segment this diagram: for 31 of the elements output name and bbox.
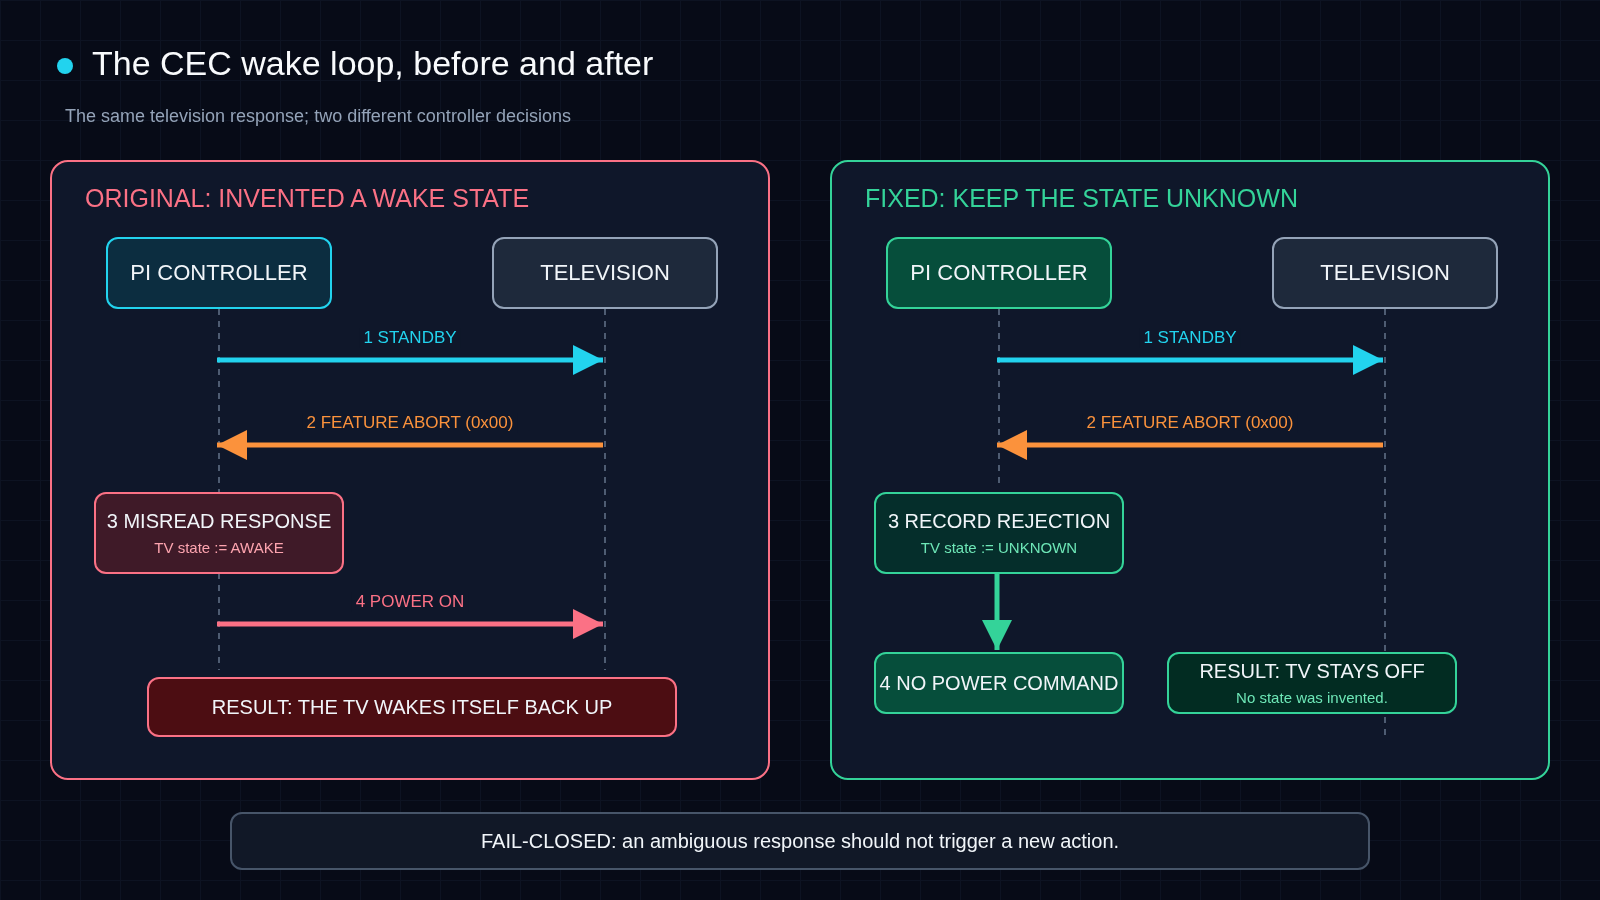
arrow xyxy=(217,609,603,639)
arrow xyxy=(217,430,603,460)
node-label: RESULT: THE TV WAKES ITSELF BACK UP xyxy=(211,695,613,719)
node-note: TV state := AWAKE xyxy=(154,539,284,556)
node-label: TELEVISION xyxy=(540,260,670,286)
arrow xyxy=(217,345,603,375)
panel xyxy=(50,160,770,780)
node-label: PI CONTROLLER xyxy=(130,260,308,286)
panel-title: FIXED: KEEP THE STATE UNKNOWN xyxy=(865,184,1298,213)
node-label: PI CONTROLLER xyxy=(910,260,1088,286)
note-box xyxy=(230,812,1370,870)
step-box xyxy=(874,492,1124,574)
node-note: TV state := UNKNOWN xyxy=(920,539,1078,556)
arrow xyxy=(997,345,1383,375)
node-label: 3 RECORD REJECTION xyxy=(887,510,1111,533)
node-label: FAIL-CLOSED: an ambiguous response should not trigger a new action. xyxy=(480,829,1120,853)
arrow xyxy=(997,430,1383,460)
step-box xyxy=(94,492,344,574)
subtitle: The same television response; two different controller decisions xyxy=(65,106,571,127)
title: The CEC wake loop, before and after xyxy=(92,44,654,83)
arrow xyxy=(982,572,1012,650)
result-box xyxy=(1167,652,1457,714)
result-box xyxy=(147,677,677,737)
node-note: No state was invented. xyxy=(1236,689,1388,706)
node-label: 3 MISREAD RESPONSE xyxy=(106,510,332,533)
node-label: 4 NO POWER COMMAND xyxy=(879,671,1119,695)
panel-title: ORIGINAL: INVENTED A WAKE STATE xyxy=(85,184,530,213)
step-box xyxy=(874,652,1124,714)
node-label: TELEVISION xyxy=(1320,260,1450,286)
panel xyxy=(830,160,1550,780)
node-label: RESULT: TV STAYS OFF xyxy=(1199,660,1425,683)
